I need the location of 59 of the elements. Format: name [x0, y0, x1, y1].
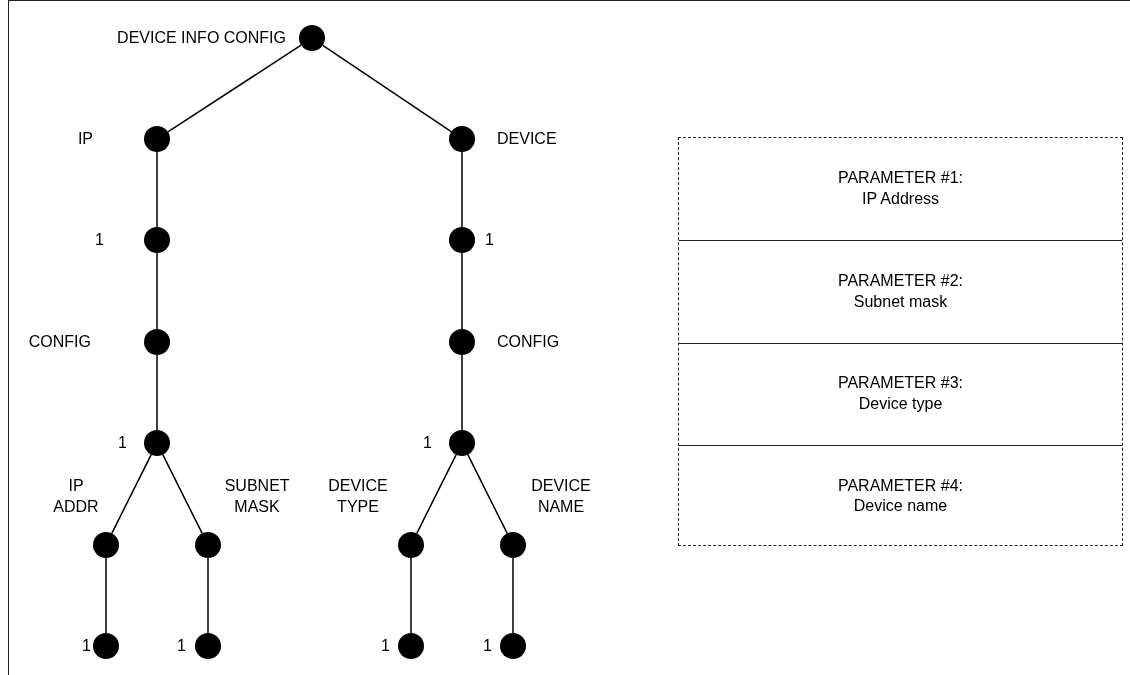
- connector-line: [167, 44, 302, 133]
- node-label: 1: [82, 635, 91, 656]
- connector-line: [512, 557, 514, 634]
- node-label: 1: [381, 635, 390, 656]
- connector-line: [416, 453, 457, 535]
- node-dot: [500, 532, 526, 558]
- node-dot: [398, 633, 424, 659]
- node-dot: [449, 329, 475, 355]
- node-dot: [449, 227, 475, 253]
- parameter-heading: PARAMETER #1:: [837, 168, 964, 189]
- connector-line: [410, 557, 412, 634]
- node-dot: [144, 329, 170, 355]
- connector-line: [162, 453, 203, 535]
- node-dot: [398, 532, 424, 558]
- parameter-value: IP Address: [861, 189, 940, 210]
- node-label: IP ADDR: [53, 476, 99, 517]
- connector-line: [105, 557, 107, 634]
- connector-line: [156, 151, 158, 228]
- node-label: 1: [485, 229, 494, 250]
- connector-line: [111, 453, 152, 535]
- connector-line: [461, 151, 463, 228]
- node-label: IP: [77, 128, 93, 149]
- node-dot: [93, 532, 119, 558]
- parameter-heading: PARAMETER #3:: [837, 373, 964, 394]
- parameter-value: Device type: [858, 394, 943, 415]
- node-label: 1: [118, 432, 127, 453]
- node-label: CONFIG: [28, 331, 91, 352]
- node-label: 1: [177, 635, 186, 656]
- connector-line: [156, 252, 158, 330]
- node-dot: [144, 227, 170, 253]
- connector-line: [461, 354, 463, 431]
- node-label: CONFIG: [497, 331, 560, 352]
- parameter-table: [678, 137, 1123, 546]
- node-label: SUBNET MASK: [224, 476, 290, 517]
- connector-line: [461, 252, 463, 330]
- node-label: 1: [95, 229, 104, 250]
- connector-line: [467, 453, 508, 535]
- node-dot: [93, 633, 119, 659]
- node-label: DEVICE NAME: [531, 476, 591, 517]
- node-label: DEVICE: [497, 128, 557, 149]
- connector-line: [322, 44, 452, 133]
- node-dot: [299, 25, 325, 51]
- node-label: DEVICE INFO CONFIG: [117, 27, 286, 48]
- node-dot: [449, 126, 475, 152]
- connector-line: [207, 557, 209, 634]
- node-dot: [144, 126, 170, 152]
- node-dot: [195, 633, 221, 659]
- parameter-value: Device name: [853, 496, 948, 517]
- parameter-value: Subnet mask: [853, 291, 948, 312]
- node-label: 1: [423, 432, 432, 453]
- node-dot: [500, 633, 526, 659]
- connector-line: [156, 354, 158, 431]
- node-dot: [449, 430, 475, 456]
- node-dot: [144, 430, 170, 456]
- node-label: 1: [483, 635, 492, 656]
- parameter-heading: PARAMETER #2:: [837, 271, 964, 292]
- parameter-heading: PARAMETER #4:: [837, 475, 964, 496]
- node-label: DEVICE TYPE: [328, 476, 388, 517]
- node-dot: [195, 532, 221, 558]
